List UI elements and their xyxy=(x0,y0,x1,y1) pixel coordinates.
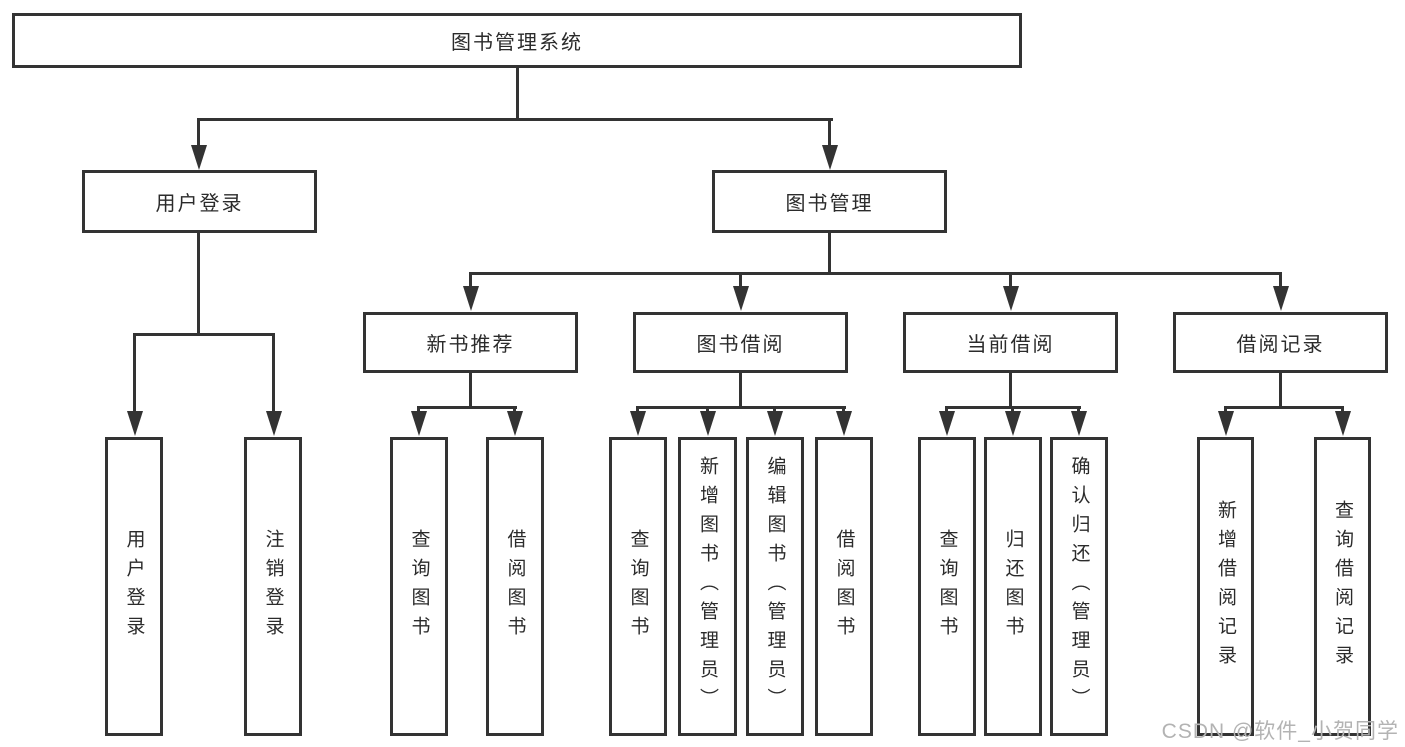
connector-arrowhead xyxy=(265,411,282,436)
connector-line xyxy=(1009,373,1012,406)
connector-line xyxy=(469,373,472,406)
connector-arrowhead xyxy=(629,411,646,436)
connector-line xyxy=(828,233,831,272)
node-label: 查询借阅记录 xyxy=(1332,499,1353,674)
connector-line xyxy=(197,118,833,121)
connector-arrowhead xyxy=(766,411,783,436)
node-label: 用户登录 xyxy=(155,193,244,215)
connector-line xyxy=(516,68,519,121)
node-label: 借阅图书 xyxy=(833,528,855,645)
connector-arrowhead xyxy=(1070,411,1087,436)
node-borrow-books-recommend: 借阅图书 xyxy=(486,437,544,736)
connector-arrowhead xyxy=(126,411,143,436)
connector-arrowhead xyxy=(1004,411,1021,436)
connector-arrowhead xyxy=(835,411,852,436)
node-label: 借阅记录 xyxy=(1236,334,1325,356)
node-label: 注销登录 xyxy=(262,528,284,645)
connector-arrowhead xyxy=(1334,411,1351,436)
node-root: 图书管理系统 xyxy=(12,13,1022,68)
connector-line xyxy=(1279,275,1282,289)
connector-arrowhead xyxy=(462,286,479,311)
connector-arrowhead xyxy=(732,286,749,311)
node-add-books-admin: 新增图书（管理员） xyxy=(678,437,737,736)
node-borrow-books-borrowing: 借阅图书 xyxy=(815,437,873,736)
node-label: 新增借阅记录 xyxy=(1215,499,1236,674)
connector-arrowhead xyxy=(699,411,716,436)
node-edit-books-admin: 编辑图书（管理员） xyxy=(746,437,804,736)
node-query-books-borrowing: 查询图书 xyxy=(609,437,667,736)
node-label: 查询图书 xyxy=(408,528,430,645)
node-new-book-recommend: 新书推荐 xyxy=(363,312,578,373)
node-label: 确认归还（管理员） xyxy=(1068,456,1090,717)
node-book-management: 图书管理 xyxy=(712,170,947,233)
node-confirm-return-admin: 确认归还（管理员） xyxy=(1050,437,1108,736)
node-label: 查询图书 xyxy=(627,528,649,645)
node-current-borrowing: 当前借阅 xyxy=(903,312,1118,373)
connector-arrowhead xyxy=(821,145,838,170)
connector-line xyxy=(945,406,1081,409)
node-user-login: 用户登录 xyxy=(82,170,317,233)
node-query-books-recommend: 查询图书 xyxy=(390,437,448,736)
node-user-login-action: 用户登录 xyxy=(105,437,163,736)
connector-line xyxy=(133,333,275,336)
node-query-books-current: 查询图书 xyxy=(918,437,976,736)
connector-line xyxy=(197,121,200,149)
connector-line xyxy=(469,275,472,289)
node-label: 图书借阅 xyxy=(696,334,785,356)
connector-line xyxy=(739,373,742,406)
node-label: 图书管理系统 xyxy=(451,32,583,54)
node-label: 用户登录 xyxy=(123,528,145,645)
node-label: 新书推荐 xyxy=(426,334,515,356)
connector-line xyxy=(197,233,200,333)
connector-line xyxy=(417,406,517,409)
connector-arrowhead xyxy=(190,145,207,170)
node-label: 当前借阅 xyxy=(966,334,1055,356)
connector-line xyxy=(1224,406,1344,409)
node-add-borrow-record: 新增借阅记录 xyxy=(1197,437,1254,736)
connector-arrowhead xyxy=(410,411,427,436)
node-label: 新增图书（管理员） xyxy=(697,456,718,717)
node-label: 归还图书 xyxy=(1002,528,1024,645)
connector-line xyxy=(469,272,1282,275)
connector-arrowhead xyxy=(1272,286,1289,311)
connector-line xyxy=(739,275,742,289)
connector-line xyxy=(272,336,275,412)
node-query-borrow-record: 查询借阅记录 xyxy=(1314,437,1371,736)
connector-arrowhead xyxy=(1217,411,1234,436)
node-return-books: 归还图书 xyxy=(984,437,1042,736)
connector-line xyxy=(636,406,846,409)
connector-arrowhead xyxy=(506,411,523,436)
node-label: 图书管理 xyxy=(785,193,874,215)
connector-line xyxy=(133,336,136,412)
node-label: 查询图书 xyxy=(936,528,958,645)
connector-arrowhead xyxy=(1002,286,1019,311)
node-logout-action: 注销登录 xyxy=(244,437,302,736)
node-book-borrowing: 图书借阅 xyxy=(633,312,848,373)
connector-line xyxy=(1009,275,1012,289)
connector-line xyxy=(828,121,831,149)
connector-line xyxy=(1279,373,1282,406)
connector-arrowhead xyxy=(938,411,955,436)
node-borrowing-records: 借阅记录 xyxy=(1173,312,1388,373)
node-label: 编辑图书（管理员） xyxy=(764,456,786,717)
node-label: 借阅图书 xyxy=(504,528,526,645)
